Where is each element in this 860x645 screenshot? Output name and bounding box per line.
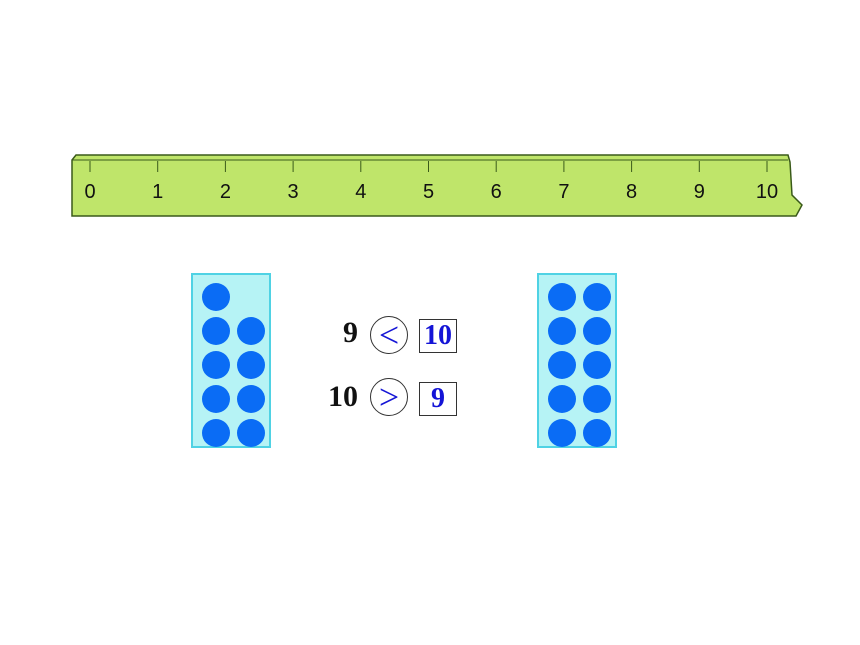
comparison-2-sign-circle[interactable]: >	[370, 378, 408, 416]
counter-dot	[583, 351, 611, 379]
ruler-label-1: 1	[152, 181, 163, 203]
counter-dot	[237, 419, 265, 447]
counter-dot	[237, 317, 265, 345]
counter-dot	[202, 385, 230, 413]
ruler-label-5: 5	[423, 181, 434, 203]
comparison-2-left-number: 10	[328, 380, 358, 413]
ruler-label-8: 8	[626, 181, 637, 203]
counter-dot	[202, 419, 230, 447]
ruler-label-4: 4	[355, 181, 366, 203]
counter-dot	[237, 351, 265, 379]
ruler-label-0: 0	[84, 181, 95, 203]
comparison-2-answer-box[interactable]: 9	[419, 382, 457, 416]
counter-dot	[583, 317, 611, 345]
comparison-1-sign-circle[interactable]: <	[370, 316, 408, 354]
ruler-label-6: 6	[491, 181, 502, 203]
counter-dot	[583, 283, 611, 311]
ruler-label-2: 2	[220, 181, 231, 203]
comparison-1-answer-box[interactable]: 10	[419, 319, 457, 353]
counter-dot	[237, 385, 265, 413]
ruler-label-3: 3	[288, 181, 299, 203]
counter-dot	[202, 351, 230, 379]
counter-dot	[583, 385, 611, 413]
left-ten-frame	[191, 273, 271, 448]
counter-dot	[548, 419, 576, 447]
ruler: 0 1 2 3 4 5 6 7 8 9 10	[71, 154, 803, 217]
ruler-body	[71, 154, 803, 217]
counter-dot	[202, 283, 230, 311]
right-ten-frame	[537, 273, 617, 448]
counter-dot	[548, 385, 576, 413]
ruler-label-7: 7	[558, 181, 569, 203]
counter-dot	[548, 317, 576, 345]
counter-dot	[548, 351, 576, 379]
ruler-label-9: 9	[694, 181, 705, 203]
comparison-1-left-number: 9	[343, 316, 358, 349]
ruler-label-10: 10	[756, 181, 778, 203]
counter-dot	[548, 283, 576, 311]
counter-dot	[202, 317, 230, 345]
counter-dot	[583, 419, 611, 447]
